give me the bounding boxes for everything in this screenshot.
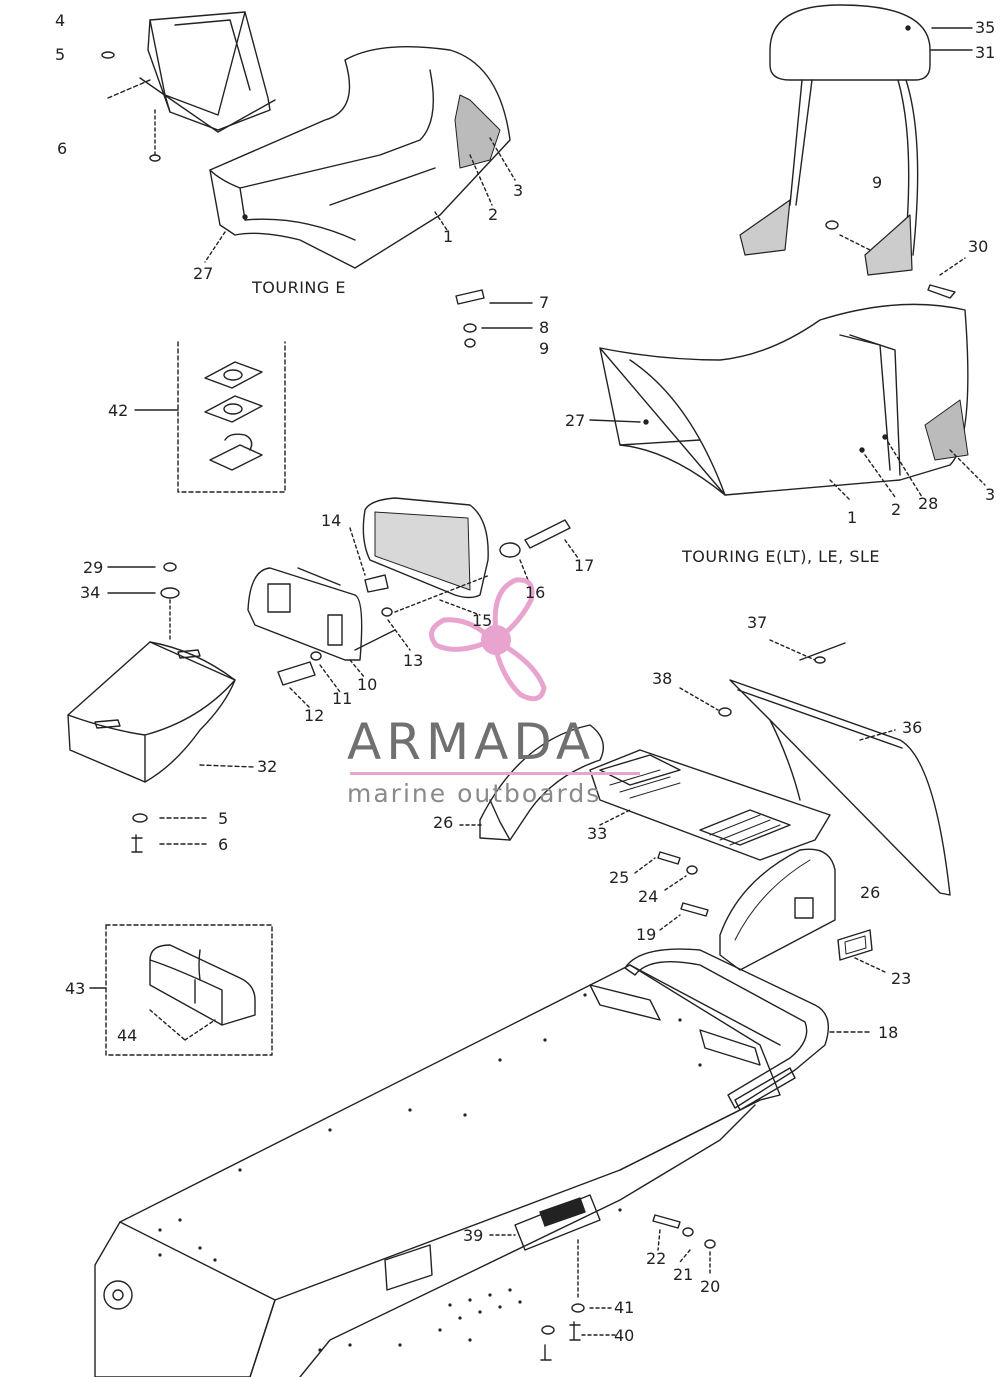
callout-5-lower: 5 — [218, 809, 229, 828]
callout-8: 8 — [539, 318, 550, 337]
callout-3: 3 — [513, 181, 524, 200]
touring-elt-seat-part — [589, 303, 986, 501]
callout-12: 12 — [304, 706, 325, 725]
callout-18: 18 — [878, 1023, 899, 1042]
callout-1: 1 — [443, 227, 454, 246]
hardware-7-8-9-part — [455, 289, 533, 348]
caption-touring-e: TOURING E — [252, 278, 346, 297]
callout-44: 44 — [117, 1026, 138, 1045]
callout-10: 10 — [357, 675, 378, 694]
callout-41: 41 — [614, 1298, 635, 1317]
callout-40: 40 — [614, 1326, 635, 1345]
caption-touring-elt: TOURING E(LT), LE, SLE — [682, 547, 880, 566]
callout-26: 26 — [433, 813, 454, 832]
callout-25: 25 — [609, 868, 630, 887]
taillight-assembly-part — [247, 497, 579, 709]
callout-31: 31 — [975, 43, 996, 62]
callout-42: 42 — [108, 401, 129, 420]
tunnel-chassis-part — [94, 948, 871, 1377]
callout-26-right: 26 — [860, 883, 881, 902]
callout-43: 43 — [65, 979, 86, 998]
watermark-brand: ARMADA — [347, 713, 596, 771]
callout-15: 15 — [472, 611, 493, 630]
callout-38: 38 — [652, 669, 673, 688]
callout-20: 20 — [700, 1277, 721, 1296]
callout-4: 4 — [55, 11, 66, 30]
leader-lines — [579, 27, 973, 1336]
callout-27: 27 — [193, 264, 214, 283]
callout-9-backrest: 9 — [872, 173, 883, 192]
callout-16: 16 — [525, 583, 546, 602]
rear-bracket-part — [634, 848, 886, 973]
callout-1-elt: 1 — [847, 508, 858, 527]
callout-33: 33 — [587, 824, 608, 843]
callout-30: 30 — [968, 237, 989, 256]
gasket-kit-part — [134, 341, 286, 493]
watermark-underline — [350, 772, 640, 775]
propeller-icon — [429, 577, 547, 702]
callout-11: 11 — [332, 689, 353, 708]
callout-17: 17 — [574, 556, 595, 575]
callout-6: 6 — [57, 139, 68, 158]
battery-kit-part — [89, 924, 273, 1056]
callout-19: 19 — [636, 925, 657, 944]
rack-part — [459, 639, 951, 896]
callout-3-elt: 3 — [985, 485, 996, 504]
callout-29: 29 — [83, 558, 104, 577]
callout-32: 32 — [257, 757, 278, 776]
callout-28: 28 — [918, 494, 939, 513]
callout-21: 21 — [673, 1265, 694, 1284]
cover-32-part — [67, 562, 256, 853]
touring-e-seat-part — [204, 45, 516, 269]
callout-27-elt: 27 — [565, 411, 586, 430]
callout-39: 39 — [463, 1226, 484, 1245]
callout-2: 2 — [488, 205, 499, 224]
callout-5: 5 — [55, 45, 66, 64]
callout-2-elt: 2 — [891, 500, 902, 519]
tunnel-rivets — [158, 993, 702, 1352]
battery-holder-part — [101, 11, 276, 162]
callout-24: 24 — [638, 887, 659, 906]
backrest-part — [739, 4, 973, 299]
callout-36: 36 — [902, 718, 923, 737]
callout-7: 7 — [539, 293, 550, 312]
callout-37: 37 — [747, 613, 768, 632]
callout-23: 23 — [891, 969, 912, 988]
watermark-tagline: marine outboards — [347, 779, 602, 808]
callout-9: 9 — [539, 339, 550, 358]
callout-22: 22 — [646, 1249, 667, 1268]
callout-35: 35 — [975, 18, 996, 37]
callout-13: 13 — [403, 651, 424, 670]
callout-34: 34 — [80, 583, 101, 602]
callout-14: 14 — [321, 511, 342, 530]
callout-6-lower: 6 — [218, 835, 229, 854]
